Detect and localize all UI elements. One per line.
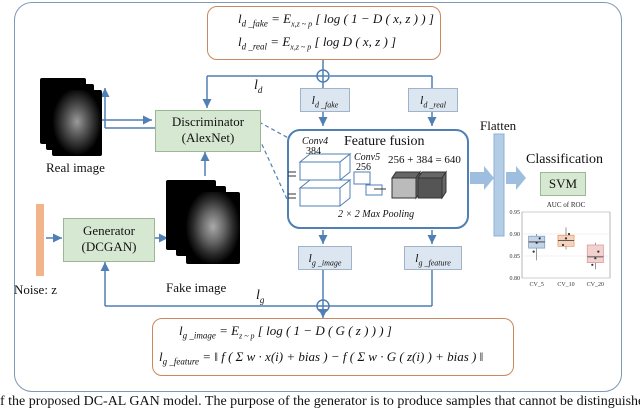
lg-feature-sub: g _feature: [418, 258, 451, 268]
data-point: [597, 250, 600, 253]
conv5-num: 256: [356, 162, 371, 173]
data-point: [538, 237, 541, 240]
y-tick-label: 0.95: [510, 210, 521, 216]
eq-bottom-line1-rhs: = E: [219, 323, 240, 338]
discriminator-loss-equations: ld _fake = Ex,z ~ p [ log ( 1 − D ( x, z…: [207, 6, 441, 60]
discriminator-node: Discriminator (AlexNet): [155, 110, 261, 152]
eq-top-line2-sub: d _real: [241, 41, 268, 52]
y-tick-label: 0.85: [510, 254, 521, 260]
eq-top-line2-rhs: = E: [270, 34, 291, 49]
ld-real-box: ld _real: [408, 88, 458, 112]
eq-bottom-line1-lhs: l: [179, 323, 183, 338]
eq-top-line2-esub: x,z ~ p: [290, 42, 312, 52]
generator-line1: Generator: [83, 223, 135, 238]
lg-label-text: l: [256, 288, 260, 303]
ld-real-sub: d _real: [423, 100, 446, 110]
eq-bottom-line1-esub: z ~ p: [239, 331, 255, 341]
generator-line2: (DCGAN): [81, 239, 137, 254]
maxpool-label: 2 × 2 Max Pooling: [338, 209, 415, 220]
eq-top-line2-body: [ log D ( x, z ) ]: [314, 34, 397, 49]
data-point: [591, 263, 594, 266]
data-point: [567, 232, 571, 236]
ld-real-text: l: [420, 93, 424, 107]
lg-label: lg: [256, 288, 264, 305]
eq-top-line1-body: [ log ( 1 − D ( x, z ) ) ]: [315, 11, 434, 26]
generator-loss-equations: lg _image = Ez ~ p [ log ( 1 − D ( G ( z…: [152, 318, 514, 376]
fake-image-label: Fake image: [166, 280, 227, 295]
discriminator-line2: (AlexNet): [181, 130, 235, 145]
lg-feature-text: l: [415, 251, 419, 265]
x-tick-label: CV_5: [529, 282, 543, 288]
ld-label-text: l: [254, 78, 258, 93]
data-point: [561, 243, 565, 247]
eq-bottom-line1-body: [ log ( 1 − D ( G ( z ) ) ) ]: [257, 323, 392, 338]
feature-fusion-label: Feature fusion: [344, 134, 425, 149]
lg-feature-box: lg _feature: [404, 246, 462, 270]
real-image-label: Real image: [46, 160, 105, 175]
eq-top-line2-lhs: l: [238, 34, 242, 49]
eq-bottom-line2-sub: g _feature: [162, 356, 200, 367]
classification-label: Classification: [526, 152, 603, 167]
eq-top-line1-rhs: = E: [271, 11, 292, 26]
fusion-sum: 256 + 384 = 640: [388, 154, 461, 166]
x-tick-label: CV_10: [557, 282, 574, 288]
data-point: [535, 241, 538, 244]
lg-image-box: lg _image: [298, 246, 352, 270]
chart-title: AUC of ROC: [547, 201, 586, 209]
data-point: [532, 250, 535, 253]
figure-caption: f the proposed DC-AL GAN model. The purp…: [0, 394, 640, 409]
discriminator-line1: Discriminator: [171, 114, 245, 129]
generator-node: Generator (DCGAN): [63, 218, 155, 262]
real-image-front: [52, 90, 102, 156]
eq-bottom-line2-lhs: l: [159, 349, 163, 364]
conv4-label: Conv4: [302, 136, 329, 147]
lg-label-sub: g: [259, 294, 265, 305]
lg-image-text: l: [308, 251, 312, 265]
svm-node: SVM: [540, 172, 586, 196]
ld-label-sub: d: [257, 84, 263, 95]
eq-bottom-line2-body: = ‖ f ( Σ w · x(i) + bias ) − f ( Σ w · …: [202, 349, 484, 364]
ld-fake-sub: d _fake: [315, 100, 339, 110]
eq-top-line1-lhs: l: [238, 11, 242, 26]
data-point: [564, 237, 568, 240]
ld-fake-text: l: [311, 93, 315, 107]
y-tick-label: 0.90: [510, 232, 521, 238]
eq-top-line1-esub: x,z ~ p: [291, 19, 313, 29]
ld-label: ld: [254, 78, 262, 95]
noise-label: Noise: z: [14, 282, 57, 297]
y-tick-label: 0.80: [510, 276, 521, 282]
eq-top-line1-sub: d _fake: [241, 18, 268, 29]
flatten-label: Flatten: [480, 118, 517, 133]
ld-fake-box: ld _fake: [300, 88, 350, 112]
conv5-label: Conv5: [354, 152, 381, 163]
conv4-num: 384: [306, 146, 321, 157]
fake-image-front: [186, 192, 240, 264]
data-point: [594, 257, 597, 260]
lg-image-sub: g _image: [311, 258, 342, 268]
noise-bar: [36, 204, 44, 276]
box: [586, 244, 604, 264]
eq-bottom-line1-sub: g _image: [182, 330, 216, 341]
x-tick-label: CV_20: [587, 282, 604, 288]
